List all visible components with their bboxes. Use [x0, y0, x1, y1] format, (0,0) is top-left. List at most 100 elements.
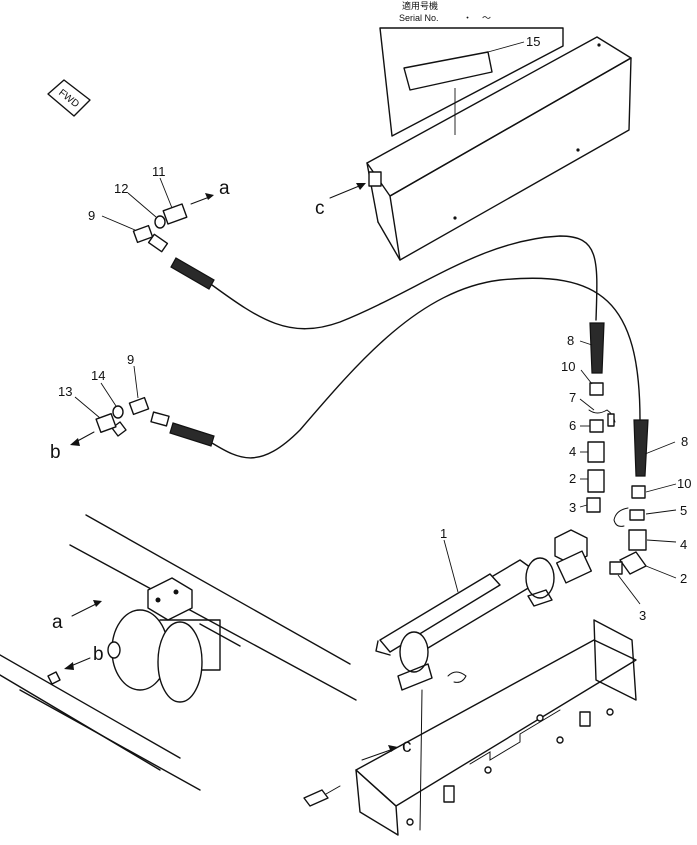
ref-c-low: c — [402, 736, 412, 757]
left-fitting-stack: 8 10 7 6 4 2 3 — [561, 322, 616, 515]
callout-3-right: 3 — [639, 608, 646, 623]
pump-mount-left — [397, 663, 433, 691]
nipple-10-left — [589, 382, 604, 396]
tee-9-middle — [128, 396, 150, 416]
coupler-4-right — [628, 529, 647, 551]
leader-2-right — [645, 565, 677, 579]
hose-end-upper — [147, 233, 169, 253]
ref-a-top: a — [219, 178, 230, 199]
valve-port — [173, 589, 179, 595]
bracket-wall-left — [355, 769, 399, 836]
frame-line — [0, 674, 161, 771]
leader-9-middle — [133, 365, 139, 399]
fwd-arrow-shape — [47, 79, 91, 117]
coupler-4-left — [587, 441, 605, 463]
pump-bolt-line — [419, 689, 423, 831]
frame-line — [19, 689, 201, 791]
cover-hook — [368, 171, 382, 187]
leader-11 — [159, 177, 173, 209]
leader-3-left — [579, 504, 588, 508]
pump-body-front — [399, 631, 429, 673]
nipple-3-left — [586, 497, 601, 513]
pump-mount-right — [527, 589, 553, 607]
coupler-2-left — [587, 469, 605, 493]
adapter-5 — [629, 509, 645, 521]
hose-guard-upper — [170, 257, 215, 290]
leader-10-right — [645, 483, 677, 493]
upper-hose-fittings: a 9 12 11 — [88, 164, 230, 290]
arrow-a-low-head — [93, 600, 102, 607]
callout-9-upper: 9 — [88, 208, 95, 223]
adapter-6 — [589, 419, 604, 433]
leader-4-right — [646, 539, 677, 543]
callout-13: 13 — [58, 384, 72, 399]
cap-7 — [607, 413, 615, 427]
callout-5: 5 — [680, 503, 687, 518]
elbow-2-right — [619, 551, 647, 575]
serial-frame — [379, 27, 564, 137]
callout-4-right: 4 — [680, 537, 687, 552]
leader-3-right — [617, 574, 641, 605]
nipple-10-right — [631, 485, 646, 499]
callout-14: 14 — [91, 368, 105, 383]
decal-plate — [403, 51, 493, 91]
bracket-hole — [536, 714, 544, 722]
cover-front-face — [389, 57, 632, 261]
leader-8-left — [579, 340, 593, 346]
leader-12 — [127, 192, 157, 218]
hose-end-middle — [150, 411, 170, 427]
callout-2-left: 2 — [569, 471, 576, 486]
frame-line — [85, 514, 351, 665]
callout-15: 15 — [526, 34, 540, 49]
nipple-3-right — [609, 561, 623, 575]
leader-10-left — [580, 369, 593, 385]
bracket-floor — [355, 639, 637, 807]
leader-1 — [443, 539, 459, 593]
bracket-hole — [606, 708, 614, 716]
arrow-b-mid-head — [70, 438, 80, 446]
handle-grip — [375, 640, 391, 656]
ref-a-low: a — [52, 612, 63, 633]
cover-top-face — [366, 36, 632, 197]
top-cover: c — [315, 36, 632, 261]
plug-13 — [95, 412, 117, 434]
cover-hole — [453, 216, 457, 220]
oring-14 — [112, 405, 124, 419]
bracket-wall-right — [593, 619, 637, 701]
arrow-b-low-head — [64, 662, 74, 670]
hose-lower — [211, 277, 641, 459]
bolt-shank — [325, 785, 341, 795]
bracket-hole — [406, 818, 414, 826]
serial-separator-2: 〜 — [482, 13, 491, 23]
frame-line — [69, 544, 357, 701]
bracket-clip — [579, 711, 591, 727]
bracket-hole — [484, 766, 492, 774]
bracket-clip — [443, 785, 455, 803]
callout-8-left: 8 — [567, 333, 574, 348]
cover-hole — [576, 148, 580, 152]
callout-2-right: 2 — [680, 571, 687, 586]
coupler-11 — [162, 203, 188, 225]
bracket-step — [469, 709, 561, 765]
middle-hose-fittings: b 9 14 13 — [50, 352, 215, 463]
valve-block — [147, 577, 193, 621]
hose-guard-middle — [169, 422, 215, 447]
oring-12 — [154, 215, 166, 229]
callout-7: 7 — [569, 390, 576, 405]
leader-5 — [645, 509, 677, 515]
serial-label: Serial No. — [399, 13, 439, 23]
callout-8-right: 8 — [681, 434, 688, 449]
cap-small — [47, 671, 61, 685]
oring-5 — [613, 507, 629, 527]
bottom-bracket: c — [303, 619, 637, 836]
ref-b-mid: b — [50, 442, 61, 463]
bolt-head — [303, 789, 329, 807]
hose-upper — [211, 235, 598, 330]
callout-11: 11 — [152, 164, 166, 179]
hand-pump: 1 — [375, 526, 593, 831]
serial-note: 適用号機 Serial No. ・ 〜 15 — [379, 0, 564, 137]
hose-guard-8-right — [633, 419, 649, 477]
pump-port — [555, 550, 593, 584]
